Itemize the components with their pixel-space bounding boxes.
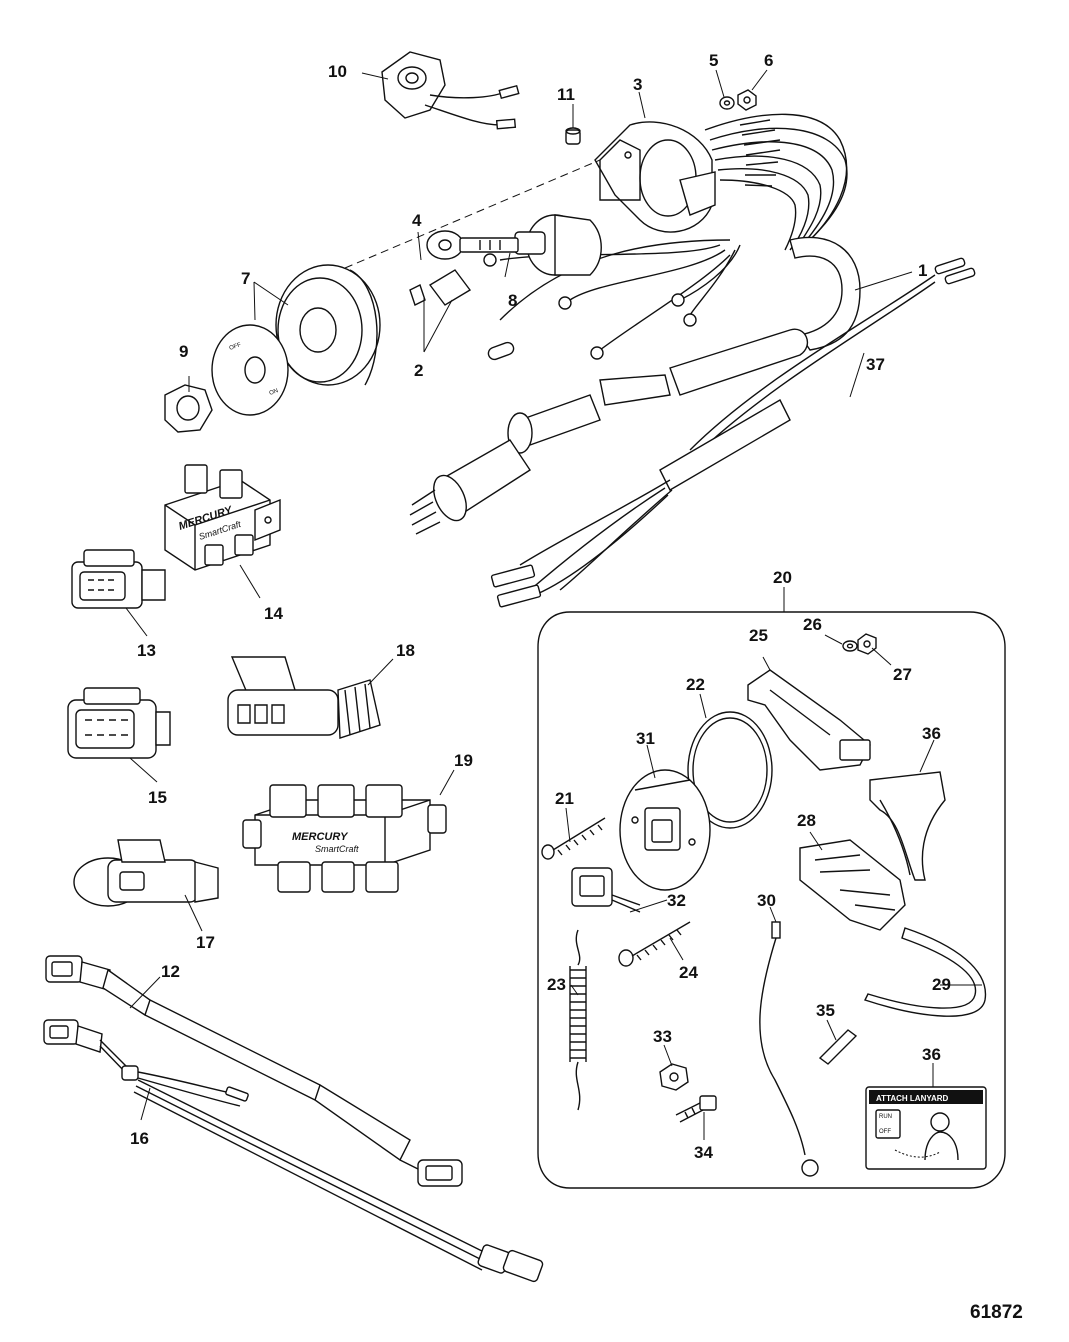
hub19-brand: MERCURY	[292, 831, 349, 843]
part-14-junction: MERCURY SmartCraft	[164, 464, 281, 571]
part-27-nut	[857, 633, 877, 655]
callout-11: 11	[557, 85, 575, 104]
part-29-band	[864, 927, 987, 1017]
part-30-lanyard	[759, 921, 819, 1177]
part-11-nut	[565, 127, 581, 145]
part-26-washer	[842, 640, 858, 652]
part-16-harness	[43, 1019, 544, 1283]
figure-reference: 61872	[970, 1302, 1023, 1323]
callout-13: 13	[137, 641, 156, 660]
callout-1: 1	[918, 261, 927, 280]
hub19-sub: SmartCraft	[315, 844, 359, 854]
callout-5: 5	[709, 51, 718, 70]
kit-20-box	[537, 611, 1006, 1189]
decal-title: ATTACH LANYARD	[876, 1094, 949, 1103]
part-25-bracket	[747, 669, 871, 771]
callout-12: 12	[161, 962, 180, 981]
part-13-connector	[71, 549, 166, 609]
callout-9: 9	[179, 342, 188, 361]
part-19-junction: MERCURY SmartCraft	[242, 784, 447, 893]
part-28-bracket	[799, 839, 906, 931]
svg-text:ON: ON	[269, 388, 280, 397]
callout-31: 31	[636, 729, 655, 748]
part-10-lanyard-switch	[381, 51, 520, 130]
callout-4: 4	[412, 211, 422, 230]
callout-22: 22	[686, 675, 705, 694]
callout-35: 35	[816, 1001, 835, 1020]
part-36-decal: ATTACH LANYARD RUN OFF	[865, 1086, 987, 1170]
callout-3: 3	[633, 75, 642, 94]
decal-run: RUN	[879, 1114, 892, 1120]
callout-16: 16	[130, 1129, 149, 1148]
callout-14: 14	[264, 604, 283, 623]
part-36-clip	[869, 771, 946, 881]
callout-33: 33	[653, 1027, 672, 1046]
callout-23: 23	[547, 975, 566, 994]
callout-17: 17	[196, 933, 215, 952]
part-9-nut	[164, 384, 213, 433]
part-37-harness	[490, 257, 976, 608]
part-35-pin	[818, 1029, 858, 1065]
callout-19: 19	[454, 751, 473, 770]
part-15-connector	[67, 687, 171, 759]
part-6-nut	[737, 89, 757, 111]
callout-30: 30	[757, 891, 776, 910]
callout-29: 29	[932, 975, 951, 994]
callout-37: 37	[866, 355, 885, 374]
part-2-retainer	[409, 269, 472, 306]
part-24-screw	[618, 921, 691, 967]
callout-labels: 1 2 3 4 5 6 7 8 9 10 11 12 13 14 15 16 1…	[130, 51, 951, 1162]
decal-off: OFF	[879, 1129, 891, 1135]
callout-36a: 36	[922, 724, 941, 743]
part-34-bolt	[675, 1095, 717, 1123]
callout-26: 26	[803, 615, 822, 634]
part-18-connector	[227, 656, 381, 739]
part-33-nut	[659, 1063, 689, 1091]
callout-27: 27	[893, 665, 912, 684]
callout-24: 24	[679, 963, 698, 982]
callout-28: 28	[797, 811, 816, 830]
part-21-screw	[541, 817, 606, 860]
callout-2: 2	[414, 361, 423, 380]
part-5-washer	[719, 96, 735, 110]
callout-8: 8	[508, 291, 517, 310]
part-1-harness	[409, 113, 861, 535]
part-3-bracket	[594, 121, 716, 233]
callout-25: 25	[749, 626, 768, 645]
callout-18: 18	[396, 641, 415, 660]
callout-7: 7	[241, 269, 250, 288]
callout-15: 15	[148, 788, 167, 807]
callout-20: 20	[773, 568, 792, 587]
svg-text:OFF: OFF	[229, 342, 243, 352]
leader-lines	[125, 69, 982, 1140]
part-17-connector	[73, 839, 219, 907]
part-32-switch	[571, 867, 641, 913]
part-8-ignition-switch	[426, 214, 602, 276]
callout-32: 32	[667, 891, 686, 910]
callout-34: 34	[694, 1143, 713, 1162]
callout-6: 6	[764, 51, 773, 70]
callout-36b: 36	[922, 1045, 941, 1064]
part-12-harness	[45, 955, 463, 1187]
callout-21: 21	[555, 789, 574, 808]
callout-10: 10	[328, 62, 347, 81]
part-23-spring	[569, 929, 587, 1111]
part-31-plate	[619, 769, 711, 891]
part-22-oring	[687, 711, 773, 829]
part-7-bezel: OFF ON	[211, 264, 381, 416]
